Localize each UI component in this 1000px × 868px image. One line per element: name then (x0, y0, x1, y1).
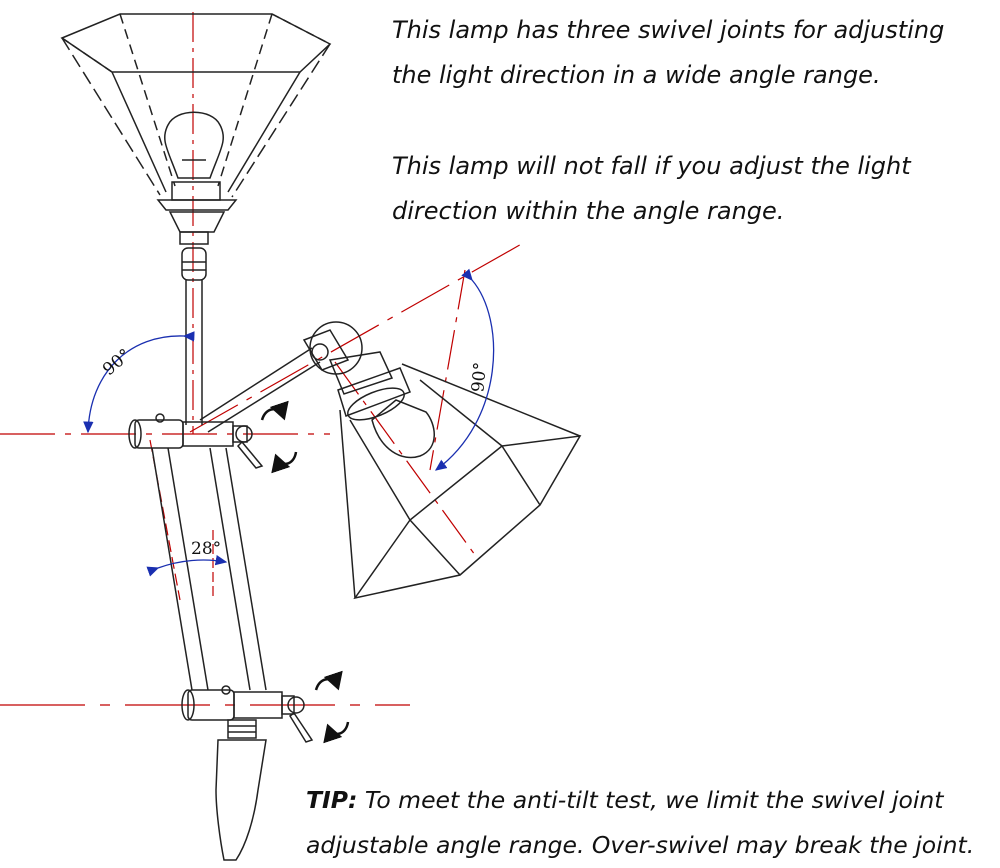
rotate-arrows-icon (260, 400, 298, 474)
diagonal-arm (199, 347, 321, 433)
upper-lamp-shade (60, 13, 332, 281)
arm-angle-label: 90° (468, 361, 491, 393)
description-paragraph-2: This lamp will not fall if you adjust th… (392, 144, 992, 234)
description-paragraph-1: This lamp has three swivel joints for ad… (392, 8, 992, 98)
tip-line-2: adjustable angle range. Over-swivel may … (306, 831, 975, 859)
tip-line-1: To meet the anti-tilt test, we limit the… (357, 786, 944, 814)
rotate-arrows-icon (314, 670, 350, 744)
upper-rod (185, 280, 203, 425)
bottom-swivel-joint (181, 685, 314, 861)
tip-label: TIP: (306, 786, 358, 814)
tip-paragraph: TIP: To meet the anti-tilt test, we limi… (306, 778, 1000, 868)
description-line-4: direction within the angle range. (392, 197, 785, 225)
middle-swivel-joint (128, 413, 264, 469)
description-line-3: This lamp will not fall if you adjust th… (392, 152, 911, 180)
lower-arm-links (151, 447, 267, 691)
dimension-arcs (83, 268, 495, 577)
centerlines (0, 12, 526, 706)
description-line-2: the light direction in a wide angle rang… (392, 61, 881, 89)
description-line-1: This lamp has three swivel joints for ad… (392, 16, 945, 44)
side-lamp-shade (302, 321, 582, 600)
base-angle-label: 28° (191, 539, 221, 559)
